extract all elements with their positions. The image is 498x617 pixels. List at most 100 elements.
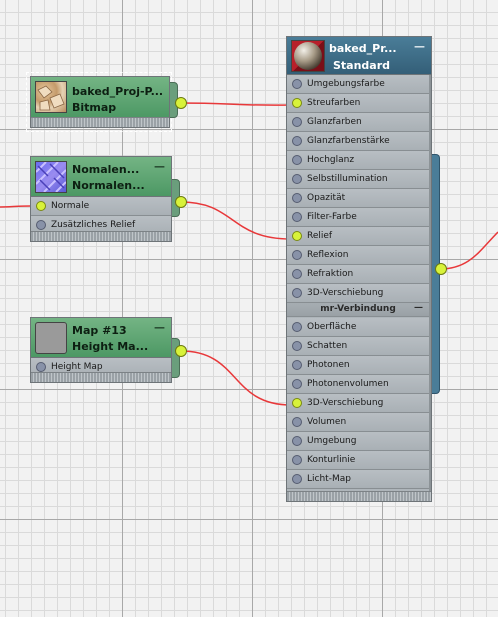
mr-slot-row[interactable]: Konturlinie [287, 451, 429, 470]
height-node-footer [31, 372, 171, 382]
mr-slot-row[interactable]: Photonenvolumen [287, 375, 429, 394]
material-slot-socket[interactable] [292, 136, 302, 146]
mr-slot-socket[interactable] [292, 436, 302, 446]
material-slot-socket[interactable] [292, 174, 302, 184]
bitmap-node-body: baked_Proj-P... Bitmap [30, 76, 170, 128]
mr-slot-row[interactable]: Volumen [287, 413, 429, 432]
input-socket-zusaetzliches-relief[interactable] [36, 220, 46, 230]
material-slot-row[interactable]: Reflexion [287, 246, 429, 265]
material-slot-socket[interactable] [292, 212, 302, 222]
material-node-footer [287, 491, 431, 501]
mr-slot-label: Oberfläche [307, 322, 357, 332]
material-slot-row[interactable]: Refraktion [287, 265, 429, 284]
material-slot-socket[interactable] [292, 231, 302, 241]
material-slot-label: Glanzfarbenstärke [307, 136, 390, 146]
material-slot-socket[interactable] [292, 79, 302, 89]
material-slot-label: Opazität [307, 193, 346, 203]
height-thumbnail [35, 322, 67, 354]
normal-node-title: Nomalen... [72, 163, 140, 176]
material-slot-row[interactable]: Glanzfarbenstärke [287, 132, 429, 151]
material-slot-row[interactable]: Filter-Farbe [287, 208, 429, 227]
mr-slot-socket[interactable] [292, 341, 302, 351]
height-output-socket[interactable] [175, 345, 187, 357]
material-slot-socket[interactable] [292, 193, 302, 203]
mr-slot-socket[interactable] [292, 455, 302, 465]
mr-slot-label: Konturlinie [307, 455, 356, 465]
material-slot-socket[interactable] [292, 250, 302, 260]
collapse-minus-icon[interactable]: — [414, 40, 425, 53]
material-slot-row[interactable]: Relief [287, 227, 429, 246]
height-node-body: Map #13 Height Ma... — Height Map [30, 317, 172, 383]
scrollbar-track[interactable] [429, 75, 431, 493]
wire-bitmap-to-streufarben [180, 102, 292, 106]
input-label: Height Map [51, 362, 103, 372]
normal-output-socket[interactable] [175, 196, 187, 208]
bitmap-node-footer [31, 117, 169, 127]
mr-slot-socket[interactable] [292, 379, 302, 389]
material-slot-socket[interactable] [292, 269, 302, 279]
mr-slot-socket[interactable] [292, 398, 302, 408]
wire-material-out [439, 231, 498, 270]
material-output-socket[interactable] [435, 263, 447, 275]
wire-normal-to-relief [180, 201, 292, 240]
mr-slot-label: Photonen [307, 360, 350, 370]
material-node-type: Standard [333, 59, 391, 72]
material-slot-row[interactable]: Streufarben [287, 94, 429, 113]
material-slot-label: Filter-Farbe [307, 212, 357, 222]
mr-slot-socket[interactable] [292, 474, 302, 484]
mr-slot-row[interactable]: Oberfläche [287, 318, 429, 337]
material-slot-label: Reflexion [307, 250, 349, 260]
normal-thumbnail [35, 161, 67, 193]
input-socket-height-map[interactable] [36, 362, 46, 372]
height-map-node[interactable]: Map #13 Height Ma... — Height Map [28, 316, 188, 386]
material-slot-label: 3D-Verschiebung [307, 288, 384, 298]
material-slot-socket[interactable] [292, 155, 302, 165]
material-slot-row[interactable]: Selbstillumination [287, 170, 429, 189]
bitmap-output-socket[interactable] [175, 97, 187, 109]
material-slot-label: Umgebungsfarbe [307, 79, 385, 89]
mr-connection-section-header[interactable]: mr-Verbindung— [287, 303, 429, 317]
input-row-normale[interactable]: Normale [31, 197, 171, 216]
mr-slot-row[interactable]: Licht-Map [287, 470, 429, 489]
bitmap-node-type: Bitmap [72, 101, 117, 114]
mr-slot-row[interactable]: Schatten [287, 337, 429, 356]
normal-node-type: Normalen... [72, 179, 145, 192]
mr-slot-socket[interactable] [292, 417, 302, 427]
material-slot-row[interactable]: 3D-Verschiebung [287, 284, 429, 303]
normal-bump-node[interactable]: Nomalen... Normalen... — Normale Zusätzl… [28, 155, 188, 245]
wire-left-to-normal [0, 205, 32, 208]
material-slot-row[interactable]: Glanzfarben [287, 113, 429, 132]
bitmap-node-header[interactable]: baked_Proj-P... Bitmap [31, 77, 169, 119]
material-slot-row[interactable]: Opazität [287, 189, 429, 208]
collapse-minus-icon[interactable]: — [154, 321, 165, 334]
mr-slot-label: Schatten [307, 341, 348, 351]
bitmap-thumbnail [35, 81, 67, 113]
bitmap-node[interactable]: baked_Proj-P... Bitmap [26, 72, 188, 132]
material-slot-socket[interactable] [292, 98, 302, 108]
mr-slot-label: Volumen [307, 417, 347, 427]
material-sphere-thumbnail [291, 40, 325, 72]
mr-slot-label: Licht-Map [307, 474, 351, 484]
material-node-header[interactable]: baked_Pr... Standard — [287, 37, 431, 75]
material-slot-socket[interactable] [292, 288, 302, 298]
normal-node-header[interactable]: Nomalen... Normalen... — [31, 157, 171, 197]
normal-node-body: Nomalen... Normalen... — Normale Zusätzl… [30, 156, 172, 242]
input-label: Normale [51, 201, 90, 211]
material-slot-row[interactable]: Hochglanz [287, 151, 429, 170]
collapse-minus-icon[interactable]: — [154, 160, 165, 173]
material-slot-label: Relief [307, 231, 333, 241]
material-slot-socket[interactable] [292, 117, 302, 127]
input-socket-normale[interactable] [36, 201, 46, 211]
mr-slot-socket[interactable] [292, 322, 302, 332]
material-slot-row[interactable]: Umgebungsfarbe [287, 75, 429, 94]
mr-slot-socket[interactable] [292, 360, 302, 370]
material-slot-label: Hochglanz [307, 155, 355, 165]
mr-slot-row[interactable]: Umgebung [287, 432, 429, 451]
section-collapse-minus-icon[interactable]: — [414, 303, 423, 313]
mr-slot-row[interactable]: Photonen [287, 356, 429, 375]
height-node-header[interactable]: Map #13 Height Ma... — [31, 318, 171, 358]
mr-slot-row[interactable]: 3D-Verschiebung [287, 394, 429, 413]
material-slot-label: Refraktion [307, 269, 354, 279]
material-sphere-icon [294, 42, 322, 70]
